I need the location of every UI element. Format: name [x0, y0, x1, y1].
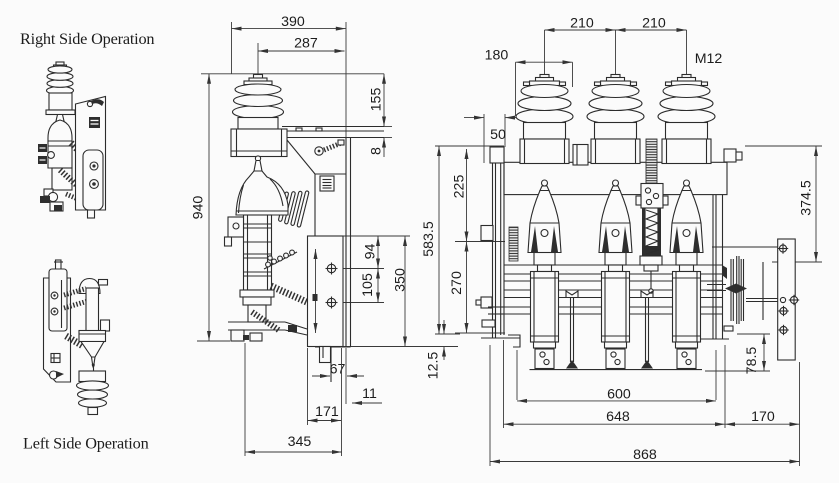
svg-text:225: 225: [452, 175, 468, 199]
svg-text:600: 600: [607, 387, 631, 403]
svg-text:67: 67: [330, 361, 346, 377]
svg-text:270: 270: [449, 271, 465, 295]
svg-text:648: 648: [606, 409, 630, 425]
svg-text:50: 50: [490, 127, 506, 143]
svg-text:M12: M12: [695, 51, 723, 67]
svg-text:345: 345: [288, 434, 312, 450]
svg-text:171: 171: [315, 404, 339, 420]
svg-text:180: 180: [485, 48, 509, 64]
svg-text:374.5: 374.5: [799, 180, 815, 216]
svg-text:583.5: 583.5: [421, 221, 437, 257]
svg-text:390: 390: [281, 14, 305, 30]
svg-text:868: 868: [633, 447, 657, 463]
svg-text:12.5: 12.5: [426, 352, 442, 380]
svg-text:105: 105: [360, 273, 376, 297]
svg-text:170: 170: [751, 409, 775, 425]
svg-text:940: 940: [190, 196, 206, 220]
svg-text:287: 287: [294, 36, 318, 52]
svg-text:Left Side Operation: Left Side Operation: [23, 434, 149, 453]
svg-text:155: 155: [369, 88, 385, 112]
svg-text:210: 210: [570, 16, 594, 32]
svg-text:8: 8: [369, 147, 385, 155]
svg-text:350: 350: [393, 268, 409, 292]
svg-text:94: 94: [363, 244, 379, 260]
svg-text:78.5: 78.5: [744, 347, 760, 375]
svg-text:Right Side Operation: Right Side Operation: [20, 29, 154, 48]
svg-text:210: 210: [642, 16, 666, 32]
svg-text:11: 11: [362, 386, 377, 402]
